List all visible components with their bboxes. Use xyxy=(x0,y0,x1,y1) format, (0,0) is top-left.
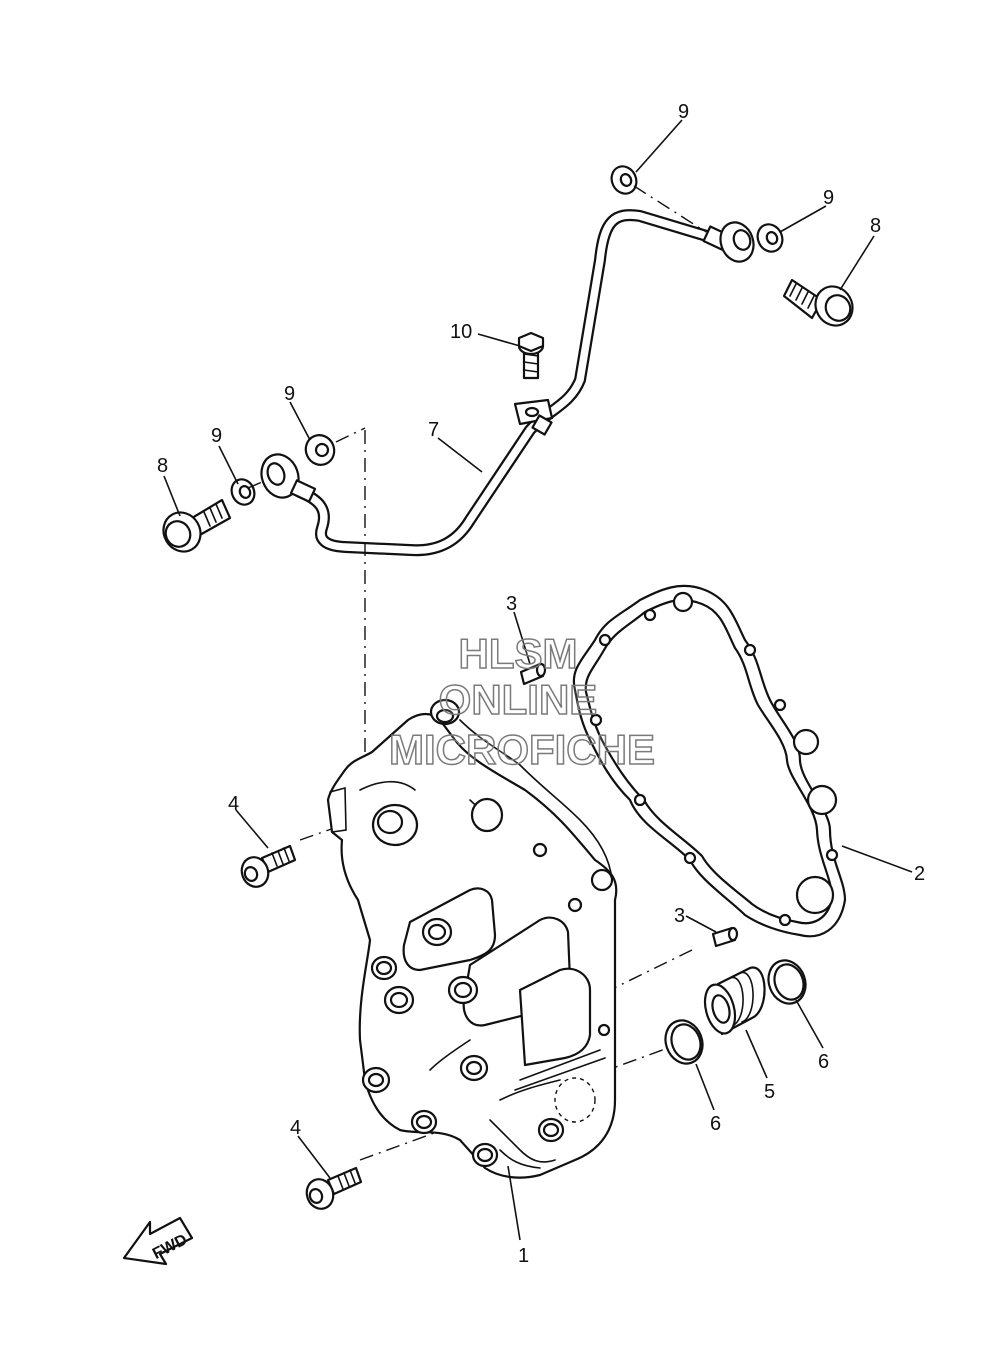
callout-4-upper: 4 xyxy=(228,793,239,815)
cover-gasket xyxy=(572,584,847,938)
callout-labels: 9 9 8 10 9 9 7 8 3 2 4 3 6 5 6 4 1 xyxy=(157,101,925,1267)
copper-washer-left-lower xyxy=(230,478,256,506)
o-ring-upper xyxy=(767,959,807,1005)
dowel-pin-lower xyxy=(711,926,739,948)
leader-lines xyxy=(163,119,913,1241)
callout-8-right: 8 xyxy=(870,215,881,237)
callout-2: 2 xyxy=(914,863,925,885)
socket-bolt-lower xyxy=(305,1166,363,1210)
union-bolt-right xyxy=(782,278,854,327)
callout-4-lower: 4 xyxy=(290,1117,301,1139)
socket-bolt-upper xyxy=(240,844,297,888)
callout-3-upper: 3 xyxy=(506,593,517,615)
callout-6-upper: 6 xyxy=(818,1051,829,1073)
collar xyxy=(703,966,766,1036)
callout-1: 1 xyxy=(518,1245,529,1267)
callout-6-lower: 6 xyxy=(710,1113,721,1135)
callout-5: 5 xyxy=(764,1081,775,1103)
callout-10: 10 xyxy=(450,321,472,343)
callout-9-top: 9 xyxy=(678,101,689,123)
cover-bolt-heads xyxy=(361,917,565,1168)
callout-9-right: 9 xyxy=(823,187,834,209)
dowel-pin-upper xyxy=(519,662,547,686)
copper-washer-right xyxy=(756,223,784,253)
watermark: HLSM ONLINE MICROFICHE xyxy=(388,629,656,774)
copper-washer-top xyxy=(610,165,638,195)
o-ring-lower xyxy=(664,1019,704,1065)
watermark-line-1: HLSM xyxy=(459,630,578,677)
watermark-line-3: MICROFICHE xyxy=(389,726,655,773)
oil-pump-cover xyxy=(326,698,618,1179)
union-bolt-left xyxy=(162,498,232,553)
callout-8-left: 8 xyxy=(157,455,168,477)
oil-pipe xyxy=(260,209,755,557)
callout-3-lower: 3 xyxy=(674,905,685,927)
watermark-line-2: ONLINE xyxy=(439,676,598,723)
callout-9-left-upper: 9 xyxy=(284,383,295,405)
callout-9-left-lower: 9 xyxy=(211,425,222,447)
pipe-clamp-bolt xyxy=(517,331,545,380)
copper-washer-left-upper xyxy=(304,434,336,466)
forward-direction-arrow: FWD xyxy=(122,1216,194,1266)
callout-7: 7 xyxy=(428,419,439,441)
